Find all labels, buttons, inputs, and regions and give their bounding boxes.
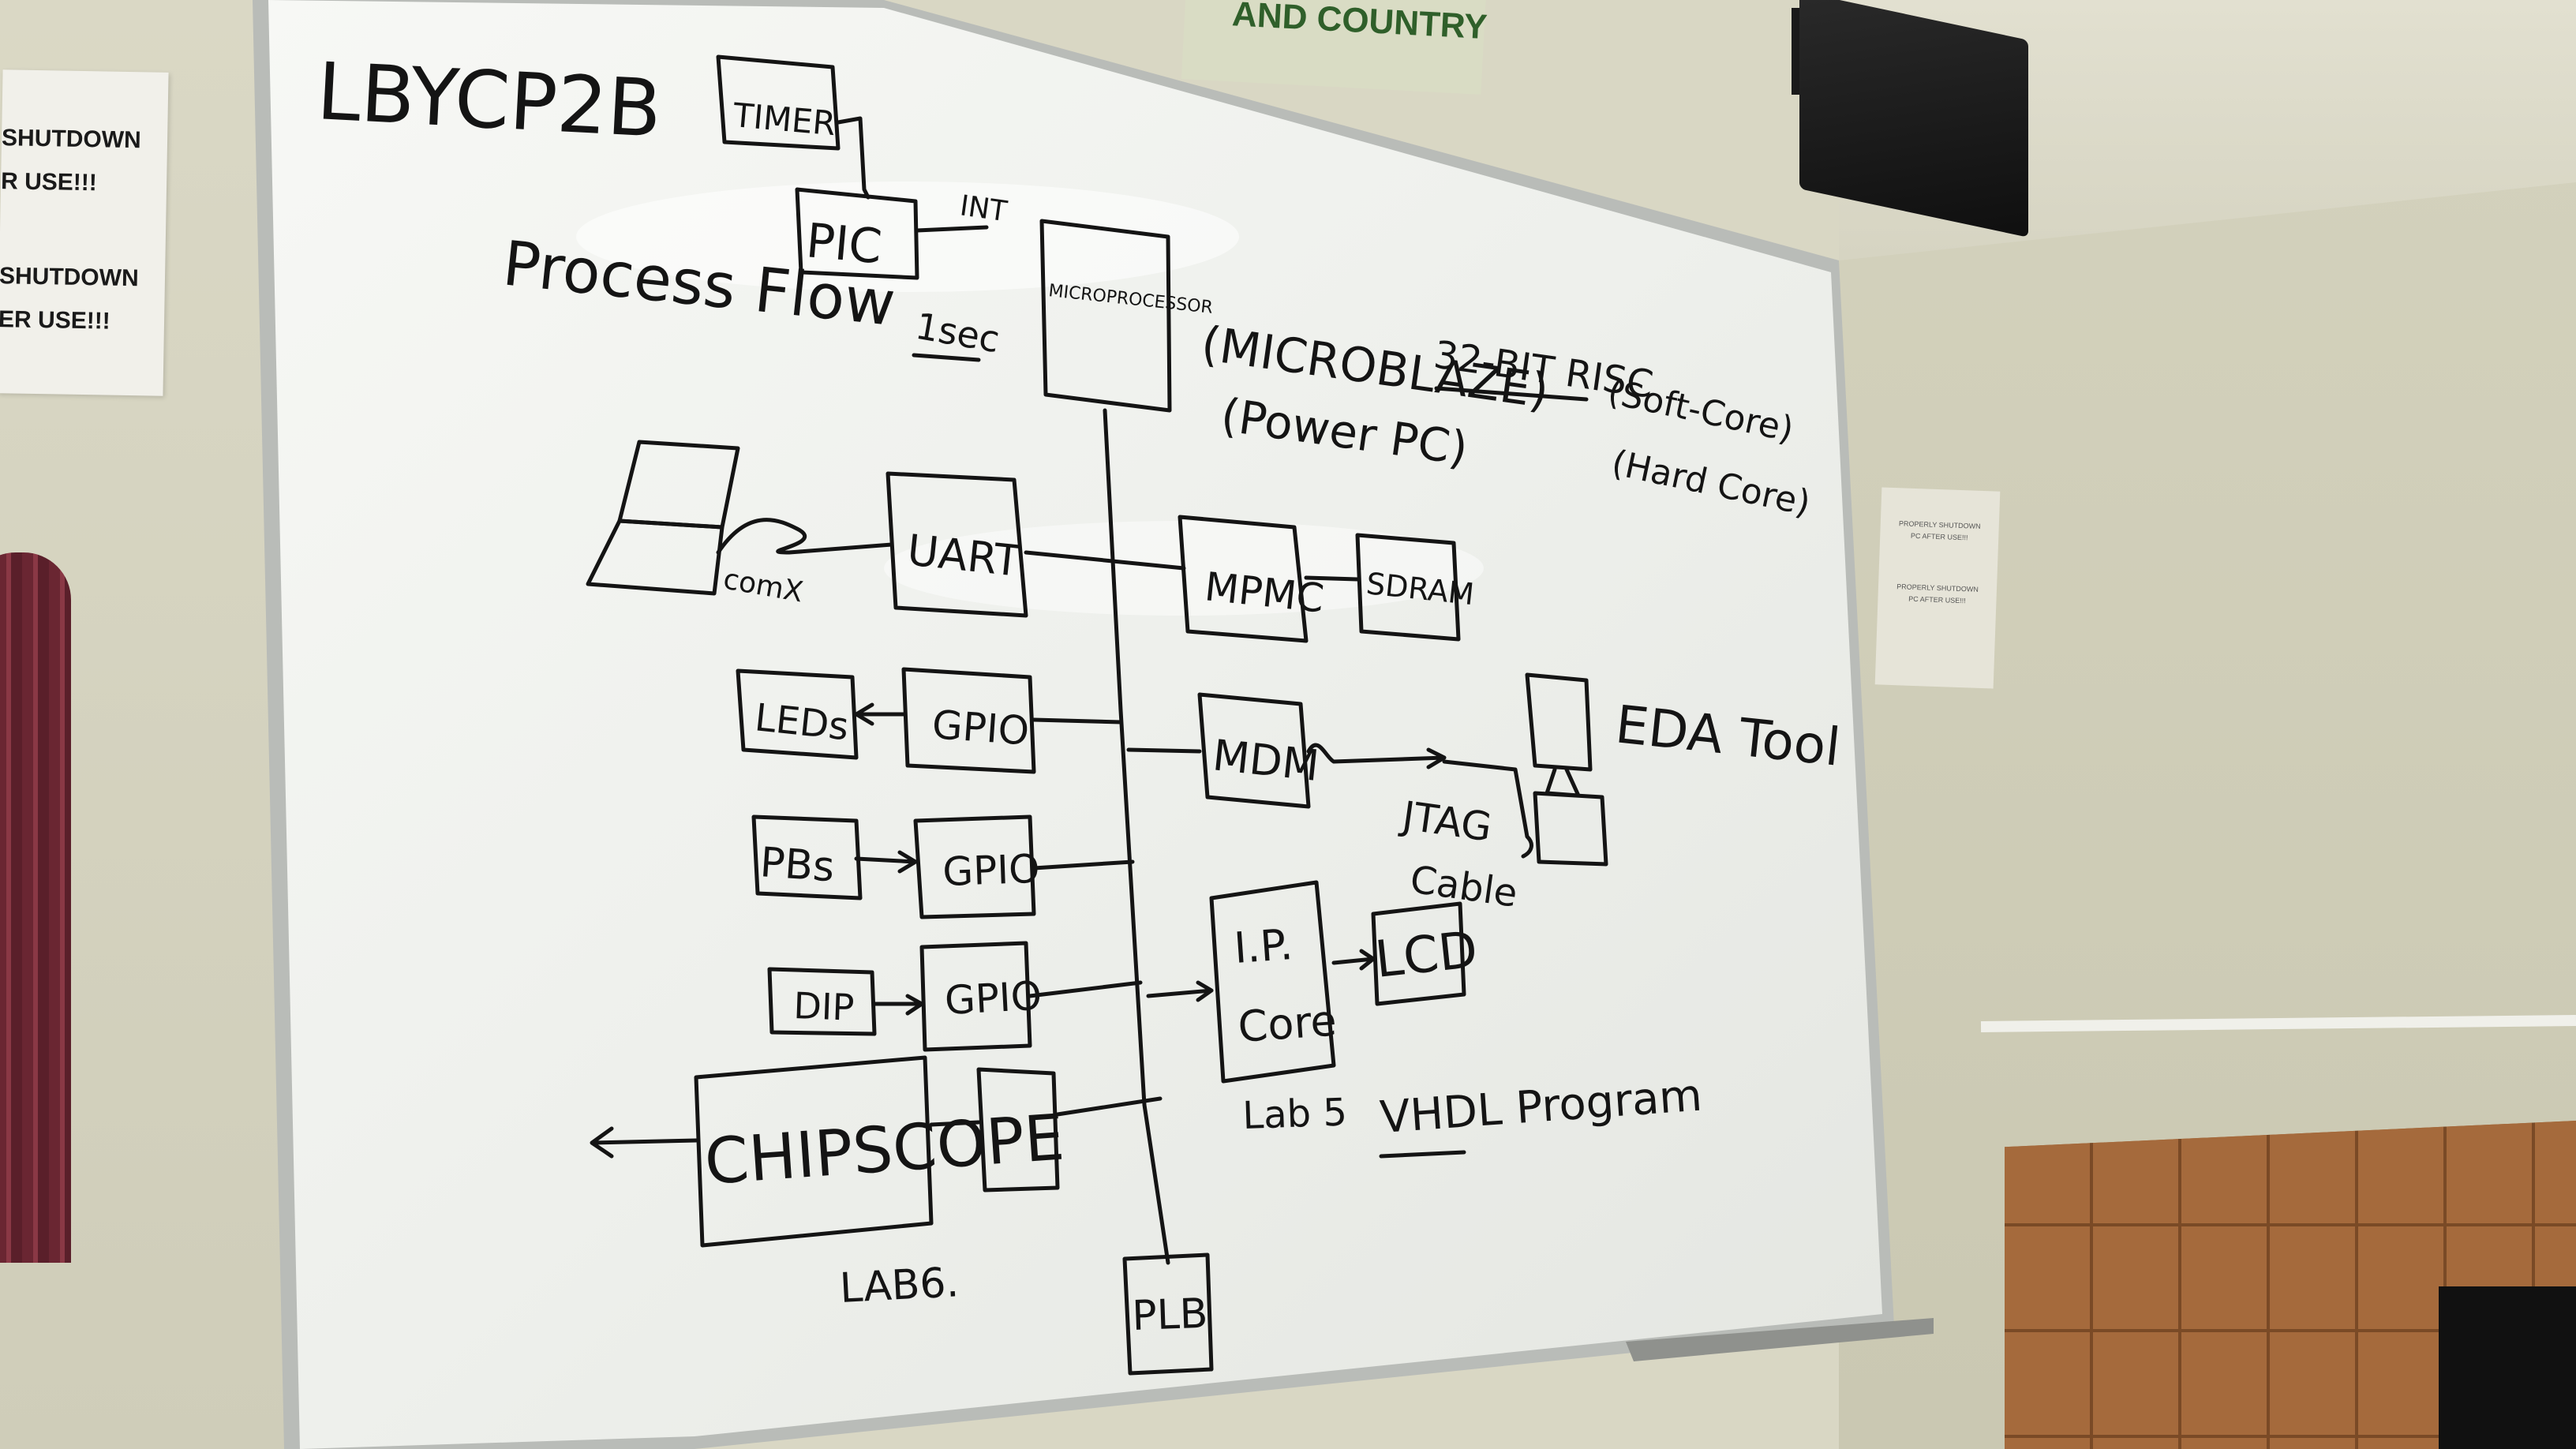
leds-box	[736, 668, 859, 760]
gpio1-label: GPIO	[930, 702, 1031, 754]
sdram-box	[1355, 533, 1461, 642]
risc-underline	[1434, 386, 1589, 402]
board-title: LBYCP2B	[315, 45, 664, 155]
whiteboard-surface	[268, 0, 1882, 1449]
gpio1-box	[901, 667, 1036, 774]
gpio3-box	[919, 941, 1032, 1052]
board-glare	[576, 182, 1239, 292]
gpio3-to-bus-line	[1028, 980, 1143, 998]
eda-monitor	[1525, 672, 1593, 772]
bus-to-mdm-line	[1126, 747, 1202, 754]
marker-tray	[1626, 1318, 1934, 1361]
dip-label: DIP	[793, 984, 856, 1029]
mpmc-box	[1178, 515, 1309, 643]
pbs-label: PBs	[758, 839, 836, 891]
pic-int-line	[915, 225, 989, 233]
uart-box	[886, 471, 1028, 618]
timer-to-pic-line	[836, 116, 871, 200]
mpmc-to-sdram-line	[1304, 575, 1360, 582]
main-bus-line	[1103, 408, 1170, 1265]
ip-core-label-1: I.P.	[1233, 919, 1295, 973]
person-shirt	[0, 552, 71, 1263]
microprocessor-box	[1039, 219, 1172, 413]
uart-label: UART	[905, 525, 1024, 586]
uart-to-bus-line	[1024, 550, 1186, 571]
laptop-base	[586, 519, 724, 596]
chipscope-box	[694, 1055, 934, 1248]
gpio1-to-bus-line	[1032, 717, 1123, 724]
gpio2-to-bus-line	[1032, 859, 1135, 871]
chipscope-core-box	[976, 1067, 1060, 1193]
one-sec-underline	[912, 353, 981, 362]
lcd-box	[1371, 901, 1466, 1006]
jtag-cable-2	[1442, 759, 1533, 859]
lcd-label: LCD	[1372, 921, 1481, 990]
vhdl-underline	[1379, 1150, 1466, 1159]
dip-box	[767, 967, 877, 1036]
gpio2-box	[913, 814, 1036, 919]
mdm-label: MDM	[1211, 730, 1322, 791]
plb-label: PLB	[1131, 1290, 1208, 1340]
plb-box	[1122, 1252, 1214, 1376]
lab6-label: LAB6.	[839, 1259, 960, 1312]
pbs-box	[751, 814, 863, 900]
leds-label: LEDs	[753, 695, 851, 749]
core-to-bus-line	[1055, 1096, 1163, 1117]
comx-cable	[716, 518, 894, 555]
lab5-label: Lab 5	[1241, 1090, 1347, 1138]
bus-to-ip-core-arrow	[1146, 980, 1214, 1002]
chipscope-output-arrow	[590, 1126, 698, 1159]
pbs-to-gpio-arrow	[854, 850, 918, 874]
gpio2-label: GPIO	[942, 846, 1040, 895]
ip-core-label-2: Core	[1237, 995, 1339, 1052]
jtag-cable	[1306, 743, 1447, 769]
timer-label: TIMER	[731, 95, 837, 143]
int-label: INT	[958, 189, 1010, 228]
pic-label: PIC	[804, 213, 885, 275]
timer-box	[716, 54, 841, 151]
gpio-to-leds-arrow	[854, 702, 906, 726]
ip-core-box	[1209, 880, 1336, 1084]
gpio3-label: GPIO	[944, 973, 1043, 1024]
mdm-box	[1197, 692, 1311, 809]
eda-cpu	[1533, 791, 1608, 867]
chipscope-to-core-line	[929, 1120, 981, 1127]
pic-box	[795, 187, 919, 280]
monitor-corner	[2439, 1286, 2576, 1449]
